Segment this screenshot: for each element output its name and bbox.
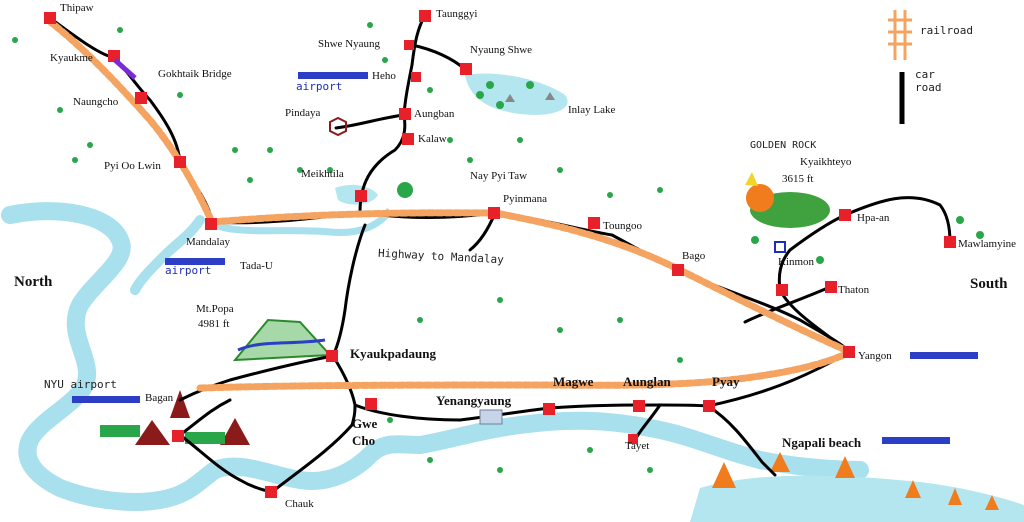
chindwin-branch: [130, 215, 205, 295]
legend-car-road-label: car road: [915, 68, 942, 94]
peak: [770, 452, 790, 472]
peak: [712, 462, 736, 488]
peak: [505, 94, 515, 102]
city-magwe: Magwe: [553, 374, 594, 389]
yangon-airport-bar: [910, 352, 978, 359]
nyu-airport-bar: [72, 396, 140, 403]
city-chauk: Chauk: [285, 498, 314, 510]
city-aungban: Aungban: [414, 108, 455, 120]
city-mawlamyine: Mawlamyine: [958, 238, 1017, 250]
peak: [545, 92, 555, 100]
city-kyaikhteyo: Kyaikhteyo: [800, 156, 852, 168]
city-hpa-an: Hpa-an: [857, 212, 890, 224]
city-nay-pyi-taw: Nay Pyi Taw: [470, 170, 528, 182]
mandalay-airport-bar: [165, 258, 225, 265]
mt-popa-height: 4981 ft: [198, 318, 230, 330]
golden-rock-flame: [745, 172, 758, 186]
golden-rock-sun: [746, 184, 774, 212]
city-aunglan: Aunglan: [623, 374, 671, 389]
gokhtaik-bridge: [113, 58, 137, 80]
city-taunggyi: Taunggyi: [436, 8, 478, 20]
city-tada-u: Tada-U: [240, 260, 273, 272]
kyaikhteyo-height: 3615 ft: [782, 173, 814, 185]
city-kinmon: Kinmon: [778, 256, 815, 268]
bagan-shrubs: [185, 432, 225, 444]
kinmon-square: [774, 241, 786, 253]
heho-airport-label: airport: [296, 80, 343, 93]
mt-popa-label: Mt.Popa: [196, 303, 234, 315]
region-south: South: [970, 276, 1008, 292]
city-naungcho: Naungcho: [73, 96, 119, 108]
city-kalaw: Kalaw: [418, 133, 447, 145]
city-meikhtila: Meikhtila: [301, 168, 344, 180]
railroads: [44, 16, 854, 392]
legend-railroad-symbol: [888, 10, 912, 60]
station-markers: [44, 10, 956, 498]
sea-coast: [690, 475, 1024, 522]
city-ngapali-beach: Ngapali beach: [782, 435, 862, 450]
city-pindaya: Pindaya: [285, 107, 321, 119]
mt-popa-range: [237, 338, 326, 352]
city-gwe-cho: Gwe Cho: [352, 416, 378, 448]
city-heho: Heho: [372, 70, 396, 82]
bagan-temple: [170, 390, 190, 418]
city-kyaukpadaung: Kyaukpadaung: [350, 346, 436, 361]
mandalay-airport-label: airport: [165, 264, 212, 277]
legend-railroad-label: railroad: [920, 24, 973, 37]
city-inlay-lake: Inlay Lake: [568, 104, 616, 116]
city-bagan: Bagan: [145, 392, 174, 404]
city-pyinmana: Pyinmana: [503, 193, 547, 205]
peak: [948, 488, 962, 505]
city-yenangyaung: Yenangyaung: [436, 393, 512, 408]
city-gokhtaik-bridge: Gokhtaik Bridge: [158, 68, 232, 80]
bagan-shrubs: [100, 425, 140, 437]
nyu-airport-label: NYU airport: [44, 378, 117, 391]
heho-airport-bar: [298, 72, 368, 79]
mt-popa-mountain: [232, 318, 333, 362]
label-golden-rock: GOLDEN ROCK: [750, 140, 817, 151]
city-toungoo: Toungoo: [603, 220, 642, 232]
city-bago: Bago: [682, 250, 706, 262]
bagan-temple: [135, 420, 170, 445]
city-thipaw: Thipaw: [60, 2, 94, 14]
city-pyi-oo-lwin: Pyi Oo Lwin: [104, 160, 161, 172]
city-kyaukme: Kyaukme: [50, 52, 93, 64]
city-thaton: Thaton: [838, 284, 870, 296]
city-nyaung-shwe: Nyaung Shwe: [470, 44, 533, 56]
city-yangon: Yangon: [858, 350, 892, 362]
city-mandalay: Mandalay: [186, 236, 230, 248]
city-tayet: Tayet: [625, 440, 650, 452]
irrawaddy-river: [1, 202, 869, 511]
region-north: North: [14, 274, 53, 290]
city-pyay: Pyay: [712, 374, 740, 389]
yenangyaung-box: [479, 409, 503, 425]
ngapali-airport-bar: [882, 437, 950, 444]
city-shwe-nyaung: Shwe Nyaung: [318, 38, 381, 50]
peak: [985, 495, 999, 510]
bagan-temple: [220, 418, 250, 445]
river-upper: [213, 207, 393, 237]
peak: [835, 456, 855, 478]
pindaya-hexagon: [329, 116, 347, 137]
vegetation: [12, 22, 984, 473]
peak: [905, 480, 921, 498]
